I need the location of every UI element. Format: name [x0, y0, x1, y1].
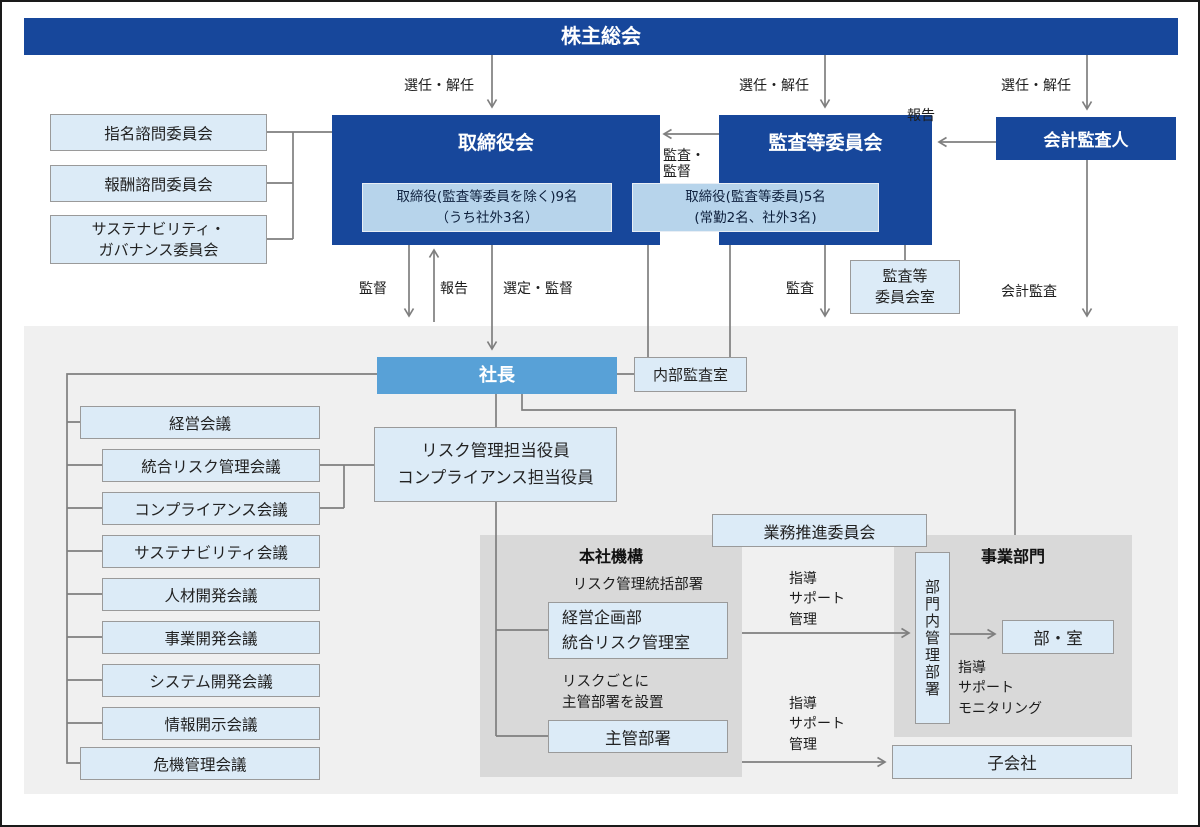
guide-support-manage-label-upper: 指導 サポート 管理	[789, 571, 845, 628]
planning-dept-box: 経営企画部 統合リスク管理室	[548, 602, 728, 659]
meeting-information-disclosure: 情報開示会議	[102, 707, 320, 740]
internal-control-dept-box: 部門内管理部署	[915, 552, 950, 724]
board-title: 取締役会	[457, 132, 534, 154]
appoint-dismiss-label-auditor: 選任・解任	[1001, 78, 1071, 94]
managing-dept-box: 主管部署	[548, 720, 728, 753]
appoint-dismiss-label-committee: 選任・解任	[739, 78, 809, 94]
business-division-title: 事業部門	[980, 547, 1045, 566]
meeting-integrated-risk: 統合リスク管理会議	[102, 449, 320, 482]
subsidiary-box: 子会社	[892, 745, 1132, 779]
nomination-committee: 指名諮問委員会	[50, 114, 267, 151]
meeting-business-development: 事業開発会議	[102, 621, 320, 654]
audit-label: 監査	[786, 281, 814, 297]
meeting-system-development: システム開発会議	[102, 664, 320, 697]
dept-office-box: 部・室	[1002, 620, 1114, 654]
risk-owner-note: リスクごとに 主管部署を設置	[562, 674, 664, 712]
meeting-sustainability: サステナビリティ会議	[102, 535, 320, 568]
accounting-auditor-box: 会計監査人	[996, 117, 1176, 160]
head-office-title: 本社機構	[578, 547, 643, 566]
meeting-hr-development: 人材開発会議	[102, 578, 320, 611]
report-label-top: 報告	[907, 108, 935, 124]
meeting-management: 経営会議	[80, 406, 320, 439]
report-label: 報告	[440, 281, 468, 297]
meeting-crisis-management: 危機管理会議	[80, 747, 320, 780]
board-members-box: 取締役(監査等委員を除く)9名 （うち社外3名）	[362, 183, 612, 232]
shareholders-meeting-bar: 株主総会	[24, 18, 1178, 55]
sustainability-governance-committee: サステナビリティ・ ガバナンス委員会	[50, 215, 267, 264]
select-supervise-label: 選定・監督	[503, 281, 573, 297]
audit-committee-office-box: 監査等 委員会室	[850, 260, 960, 314]
president-box: 社長	[377, 357, 617, 394]
risk-control-dept-label: リスク管理統括部署	[572, 577, 704, 593]
accounting-audit-label: 会計監査	[1001, 284, 1057, 300]
supervise-label: 監督	[359, 281, 387, 297]
audit-committee-title: 監査等委員会	[768, 132, 883, 154]
guide-support-monitoring-label: 指導 サポート モニタリング	[958, 660, 1042, 717]
compensation-committee: 報酬諮問委員会	[50, 165, 267, 202]
internal-audit-office-box: 内部監査室	[634, 357, 747, 392]
guide-support-manage-label-lower: 指導 サポート 管理	[789, 696, 845, 753]
risk-compliance-officers-box: リスク管理担当役員 コンプライアンス担当役員	[374, 427, 617, 502]
audit-committee-members-box: 取締役(監査等委員)5名 (常勤2名、社外3名)	[632, 183, 879, 232]
meeting-compliance: コンプライアンス会議	[102, 492, 320, 525]
advisory-committee-links	[267, 131, 332, 240]
audit-supervise-label: 監査・ 監督	[663, 148, 705, 181]
appoint-dismiss-label-board: 選任・解任	[404, 78, 474, 94]
